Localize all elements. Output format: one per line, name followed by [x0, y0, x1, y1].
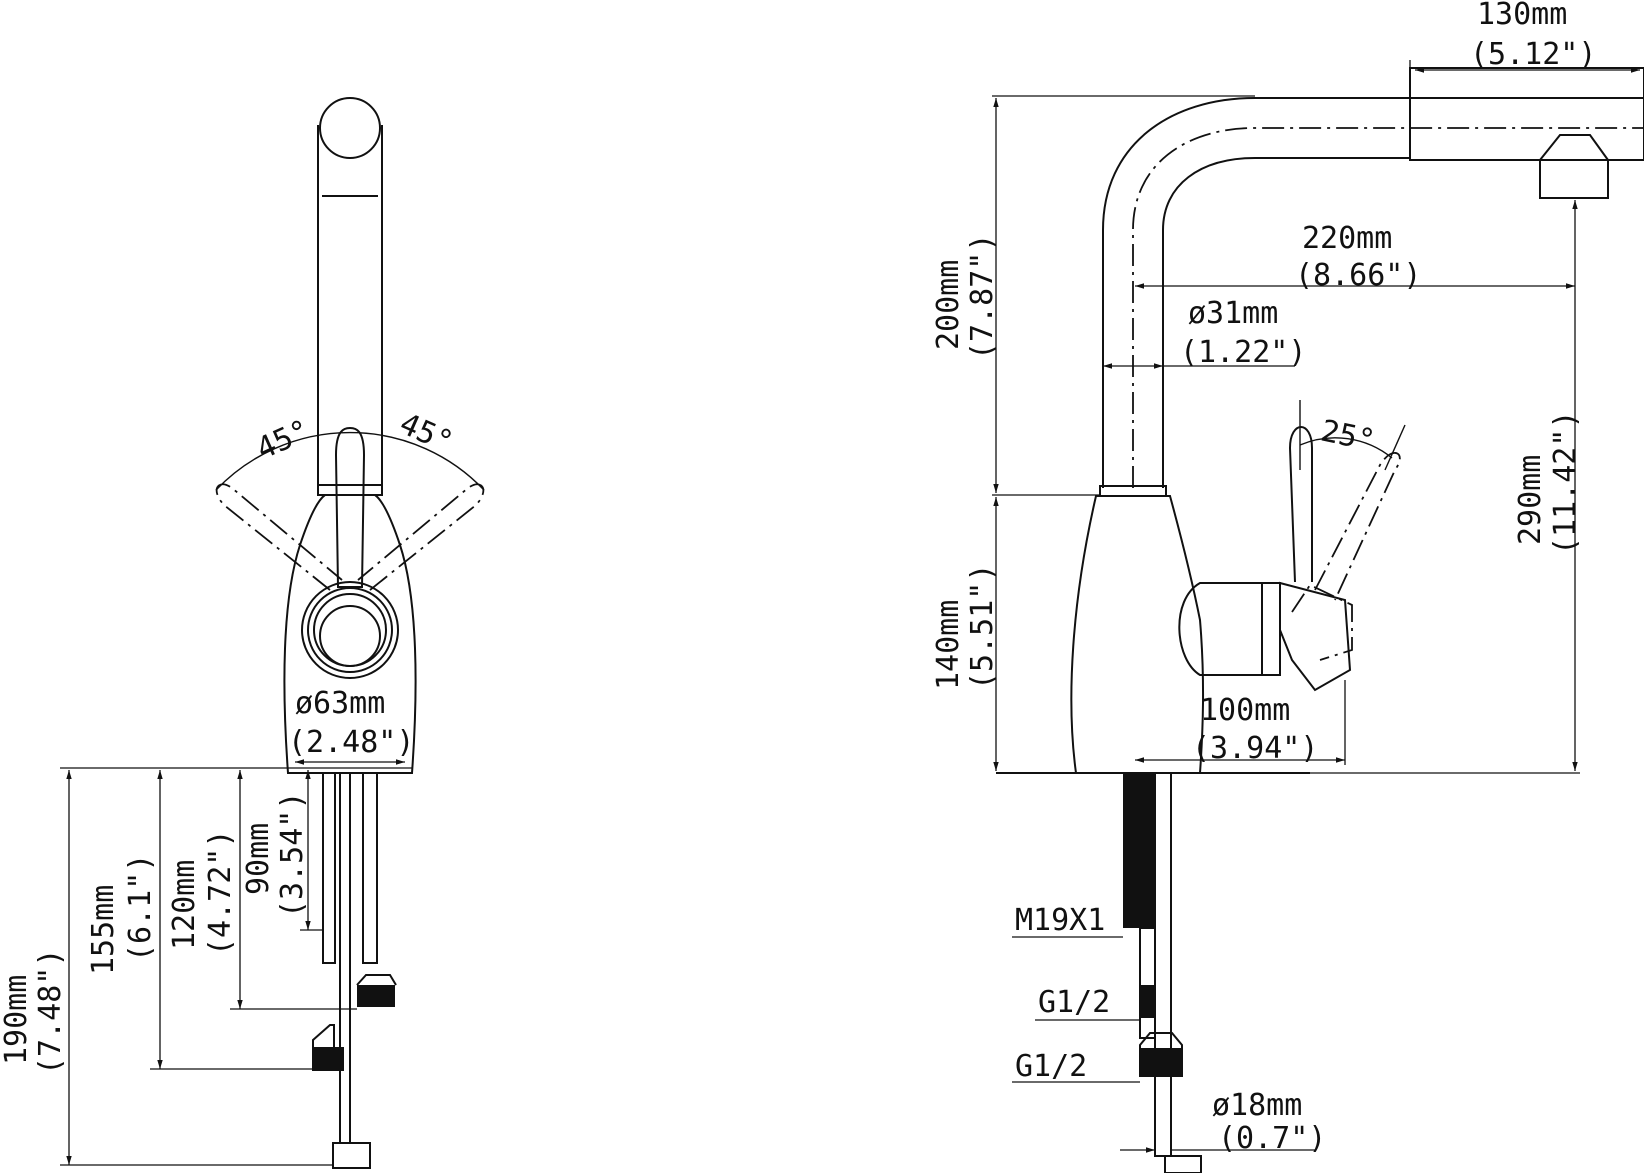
height-140-value: 140mm: [931, 600, 966, 690]
side-spout: [1099, 67, 1644, 497]
side-body: [1070, 495, 1205, 774]
reach-130-value: 130mm: [1477, 0, 1567, 32]
reach-220-value: 220mm: [1302, 221, 1392, 256]
handle-reach-inch: (3.94"): [1192, 731, 1318, 766]
front-spout: [317, 97, 383, 496]
tube-diameter-inch: (1.22"): [1180, 335, 1306, 370]
hose-label-2: G1/2: [1015, 1049, 1087, 1084]
side-handle-hub: [1178, 581, 1352, 692]
dim-120-inch: (4.72"): [203, 830, 238, 956]
height-290-inch: (11.42"): [1548, 411, 1583, 556]
height-200-inch: (7.87"): [965, 234, 1000, 360]
height-200-value: 200mm: [931, 260, 966, 350]
dim-90-value: 90mm: [241, 823, 276, 895]
dim-90-inch: (3.54"): [275, 792, 310, 918]
side-lever: [1288, 426, 1313, 583]
hose-label-1: G1/2: [1038, 985, 1110, 1020]
side-handle-angle: 25°: [1318, 413, 1378, 459]
front-angle-left: 45°: [251, 413, 315, 467]
handle-reach-value: 100mm: [1200, 693, 1290, 728]
dim-190-value: 190mm: [0, 975, 34, 1065]
rod-diameter-inch: (0.7"): [1218, 1121, 1326, 1156]
front-supply-pipes: [312, 772, 397, 1169]
dim-120-value: 120mm: [167, 860, 202, 950]
dim-155-value: 155mm: [86, 885, 121, 975]
front-lever: [334, 426, 366, 588]
dim-155-inch: (6.1"): [123, 854, 158, 962]
tube-diameter-value: ø31mm: [1188, 296, 1278, 331]
front-body: [283, 494, 417, 774]
front-swing-arc: [215, 431, 485, 491]
side-supply-pipes: [1123, 772, 1202, 1173]
front-diameter-value: ø63mm: [295, 686, 385, 721]
height-140-inch: (5.51"): [965, 564, 1000, 690]
thread-label: M19X1: [1015, 903, 1105, 938]
side-handle-angle-arc: [1299, 437, 1393, 459]
side-lever-rotated: [1314, 452, 1401, 601]
front-cartridge: [301, 581, 399, 679]
front-view: 45° 45° ø63mm (2.48") 190mm (7.48") 155m…: [0, 97, 485, 1169]
reach-220-inch: (8.66"): [1295, 258, 1421, 293]
rod-diameter-value: ø18mm: [1212, 1088, 1302, 1123]
front-angle-right: 45°: [394, 406, 458, 460]
front-diameter-inch: (2.48"): [288, 725, 414, 760]
side-view: 25° 130mm (5.12") 220mm (8.66") ø31mm (1…: [931, 0, 1644, 1173]
front-lever-rotated: [215, 483, 485, 591]
height-290-value: 290mm: [1513, 455, 1548, 545]
dim-190-inch: (7.48"): [33, 949, 68, 1075]
reach-130-inch: (5.12"): [1470, 37, 1596, 72]
